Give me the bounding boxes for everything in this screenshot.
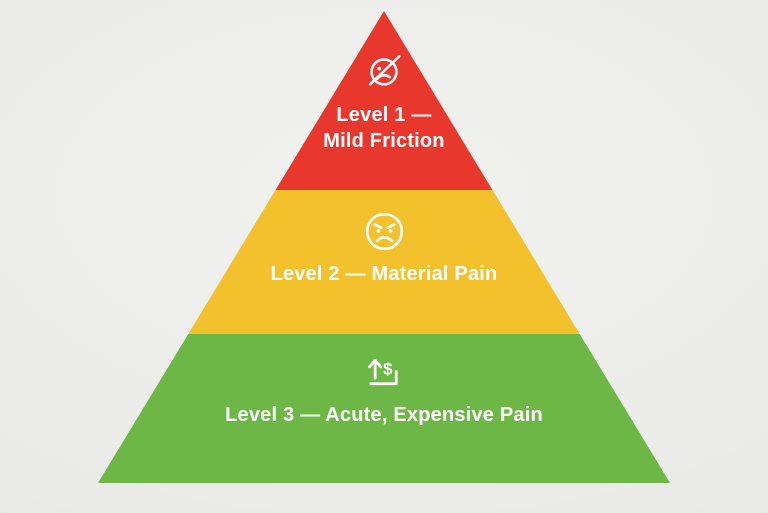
pyramid-level-3: $ Level 3 — Acute, Expensive Pain — [98, 334, 670, 483]
level-2-label: Level 2 — Material Pain — [270, 263, 498, 285]
pyramid: Level 1 — Mild Friction Level 2 — Materi… — [98, 11, 670, 483]
no-sad-face-icon — [361, 47, 407, 93]
angry-face-icon — [362, 209, 407, 254]
level-1-label: Level 1 — Mild Friction — [323, 102, 444, 154]
rising-cost-icon: $ — [362, 350, 407, 395]
svg-text:$: $ — [383, 359, 393, 378]
pyramid-level-2: Level 2 — Material Pain — [98, 190, 670, 334]
level-3-label: Level 3 — Acute, Expensive Pain — [225, 404, 543, 426]
level-1-label-line-2: Mild Friction — [323, 130, 445, 152]
level-1-label-line-1: Level 1 — — [336, 104, 432, 126]
pyramid-level-1: Level 1 — Mild Friction — [98, 11, 670, 190]
